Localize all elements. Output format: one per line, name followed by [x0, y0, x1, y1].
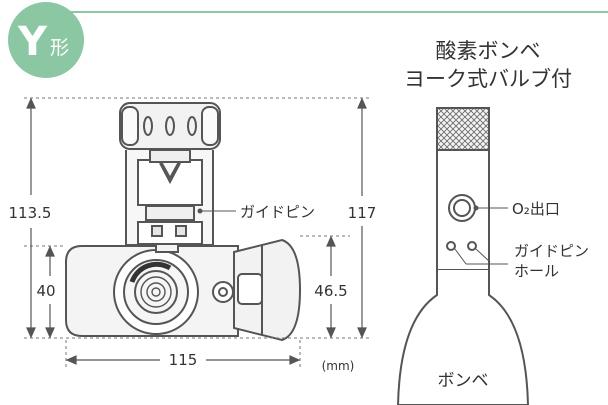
guide-pin-hole-right [467, 241, 477, 251]
guide-pin-label: ガイドピン [240, 203, 315, 221]
guide-hole-leader-b [475, 248, 491, 263]
guide-pin-leader-dot [197, 208, 203, 214]
dim-height-lower-left: 40 [36, 282, 55, 300]
cylinder-title-line1: 酸素ボンベ [436, 39, 541, 63]
dim-height-right: 117 [348, 204, 377, 222]
guide-pin-hole-label-line1: ガイドピン [514, 242, 589, 260]
valve-knob [436, 107, 490, 151]
gauge-arc [129, 261, 172, 283]
outlet-housing [233, 238, 302, 342]
fitting [212, 281, 234, 303]
dim-width: 115 [169, 351, 198, 369]
o2-outlet-label: O₂出口 [512, 200, 560, 218]
dimension-arrows [26, 97, 367, 365]
dim-height-total: 113.5 [9, 204, 52, 222]
guide-hole-leader-a [454, 248, 467, 265]
regulator-drawing [65, 102, 302, 342]
badge-letter: Y [17, 19, 48, 65]
cylinder-label: ボンベ [438, 371, 489, 391]
cylinder-body [396, 270, 530, 405]
badge-suffix: 形 [50, 37, 69, 59]
dim-height-lower-right: 46.5 [314, 282, 347, 300]
guide-pin-hole-label-line2: ホール [514, 262, 559, 280]
type-badge [8, 2, 84, 78]
guide-pin-hole-left [446, 241, 456, 251]
cylinder-title-line2: ヨーク式バルブ付 [404, 67, 572, 91]
cylinder-drawing [396, 107, 530, 405]
dim-unit: (mm) [322, 359, 355, 373]
